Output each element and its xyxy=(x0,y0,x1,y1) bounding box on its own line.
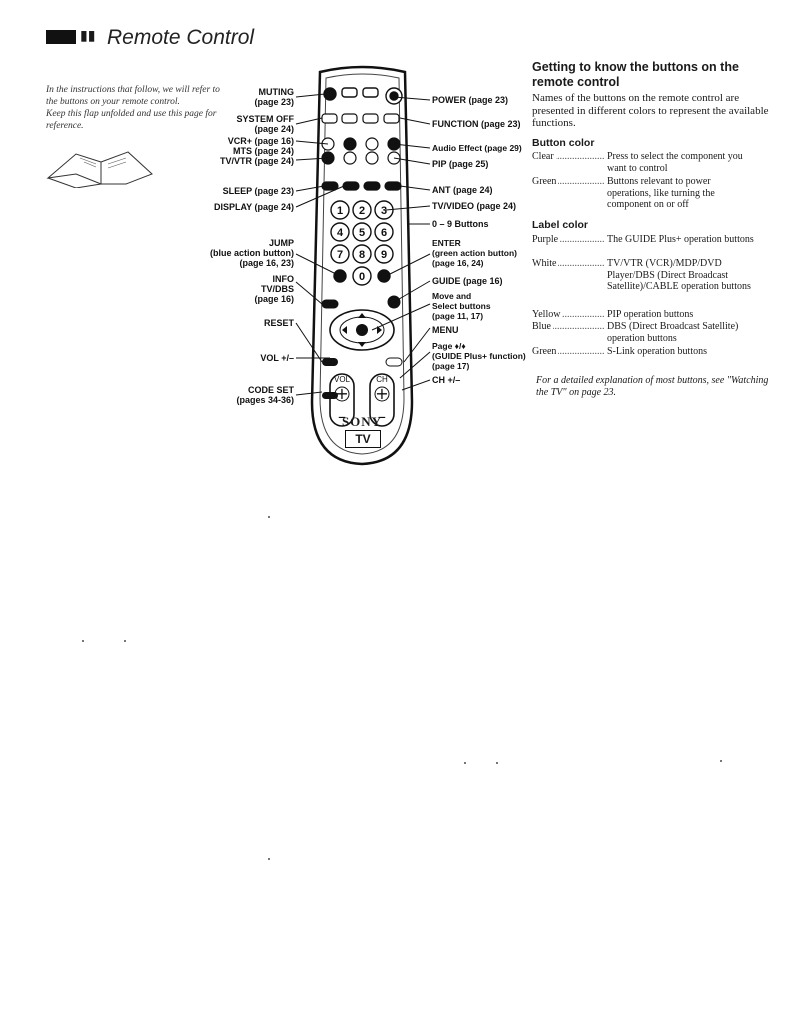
color-name: Green xyxy=(532,346,559,358)
scan-speck xyxy=(464,762,466,764)
intro-text: In the instructions that follow, we will… xyxy=(46,84,226,132)
remote-model: TV xyxy=(345,430,381,448)
scan-speck xyxy=(496,762,498,764)
color-desc: The GUIDE Plus+ operation buttons xyxy=(607,234,754,245)
svg-text:5: 5 xyxy=(359,227,365,239)
label-vol: VOL +/– xyxy=(260,353,294,363)
color-desc: PIP operation buttons xyxy=(607,309,694,320)
scan-speck xyxy=(124,640,126,642)
color-name: Blue xyxy=(532,321,553,333)
label-color-row: ................................ Green S… xyxy=(532,346,777,358)
button-color-row: ................................ Green B… xyxy=(532,176,777,216)
color-desc: TV/VTR (VCR)/MDP/DVD Player/DBS (Direct … xyxy=(607,258,751,292)
svg-text:3: 3 xyxy=(381,205,387,217)
scan-speck xyxy=(268,516,270,518)
color-name: Purple xyxy=(532,234,561,246)
label-ch: CH +/– xyxy=(432,375,461,385)
color-desc: S-Link operation buttons xyxy=(607,346,707,357)
svg-text:VOL: VOL xyxy=(334,375,351,384)
intro-line-2: Keep this flap unfolded and use this pag… xyxy=(46,109,217,131)
color-desc: DBS (Direct Broadcast Satellite) operati… xyxy=(607,321,739,344)
svg-text:6: 6 xyxy=(381,227,387,239)
scan-speck xyxy=(268,858,270,860)
label-muting: MUTING(page 23) xyxy=(254,87,294,107)
label-function: FUNCTION (page 23) xyxy=(432,119,521,129)
label-audio-effect: Audio Effect (page 29) xyxy=(432,143,522,153)
label-enter: ENTER(green action button)(page 16, 24) xyxy=(432,238,517,268)
color-desc: Buttons relevant to power operations, li… xyxy=(607,176,715,210)
label-color-row: ................................ White T… xyxy=(532,258,777,308)
label-color-row: ................................ Blue DB… xyxy=(532,321,777,345)
label-color-heading: Label color xyxy=(532,219,589,231)
section-description: Names of the buttons on the remote contr… xyxy=(532,92,769,129)
label-display: DISPLAY (page 24) xyxy=(213,202,294,212)
svg-text:8: 8 xyxy=(359,249,365,261)
label-system-off: SYSTEM OFF(page 24) xyxy=(236,114,294,134)
svg-text:2: 2 xyxy=(359,205,365,217)
label-color-row: ................................ Purple … xyxy=(532,234,777,258)
button-color-heading: Button color xyxy=(532,137,595,149)
intro-line-1: In the instructions that follow, we will… xyxy=(46,85,220,107)
svg-text:4: 4 xyxy=(337,227,344,239)
leader-dots: ................................ xyxy=(532,234,604,245)
svg-text:1: 1 xyxy=(337,205,343,217)
color-name: Yellow xyxy=(532,309,563,321)
label-tv-vtr: TV/VTR (page 24) xyxy=(219,156,294,166)
svg-text:CH: CH xyxy=(376,375,388,384)
scan-speck xyxy=(720,760,722,762)
leader-dots: ................................ xyxy=(532,258,604,269)
svg-text:0: 0 xyxy=(359,271,365,283)
color-desc: Press to select the component you want t… xyxy=(607,151,743,174)
leader-dots: ................................ xyxy=(532,176,604,187)
label-vcr-mts: VCR+ (page 16)MTS (page 24) xyxy=(227,136,294,156)
leader-dots: ................................ xyxy=(532,151,604,162)
color-name: Clear xyxy=(532,151,556,163)
svg-text:–: – xyxy=(378,407,386,426)
page-title: Remote Control xyxy=(107,26,255,49)
footnote: For a detailed explanation of most butto… xyxy=(536,375,769,398)
label-power: POWER (page 23) xyxy=(432,95,509,105)
button-color-row: ................................ Clear P… xyxy=(532,151,777,177)
svg-text:+: + xyxy=(375,384,388,403)
svg-text:–: – xyxy=(338,407,346,426)
remote-brand: SONY xyxy=(341,414,383,429)
svg-text:7: 7 xyxy=(337,249,343,261)
label-pip: PIP (page 25) xyxy=(432,159,489,169)
leader-dots: ................................ xyxy=(532,321,604,332)
book-icon: ▮▮ xyxy=(80,28,96,44)
color-name: Green xyxy=(532,176,559,188)
leader-dots: ................................ xyxy=(532,346,604,357)
label-page: Page ♦/♦(GUIDE Plus+ function)(page 17) xyxy=(432,341,526,371)
label-0-9-buttons: 0 – 9 Buttons xyxy=(432,219,489,229)
leader-dots: ................................ xyxy=(532,309,604,320)
label-guide: GUIDE (page 16) xyxy=(432,276,503,286)
label-tv-video: TV/VIDEO (page 24) xyxy=(432,201,517,211)
svg-text:9: 9 xyxy=(381,249,387,261)
open-book-icon xyxy=(46,151,153,188)
label-jump: JUMP(blue action button)(page 16, 23) xyxy=(210,238,294,268)
svg-text:+: + xyxy=(335,384,348,403)
remote-control-illustration: 1 2 3 4 5 6 7 8 9 0 VOL CH + – + – xyxy=(310,65,414,466)
color-name: White xyxy=(532,258,559,270)
label-code-set: CODE SET(pages 34-36) xyxy=(236,385,294,405)
label-reset: RESET xyxy=(263,318,294,328)
section-title: Getting to know the buttons on the remot… xyxy=(532,60,739,89)
label-sleep: SLEEP (page 23) xyxy=(222,186,294,196)
header-marker xyxy=(46,30,76,44)
scan-speck xyxy=(82,640,84,642)
label-menu: MENU xyxy=(432,325,459,335)
label-ant: ANT (page 24) xyxy=(432,185,493,195)
label-color-row: ................................ Yellow … xyxy=(532,309,777,321)
